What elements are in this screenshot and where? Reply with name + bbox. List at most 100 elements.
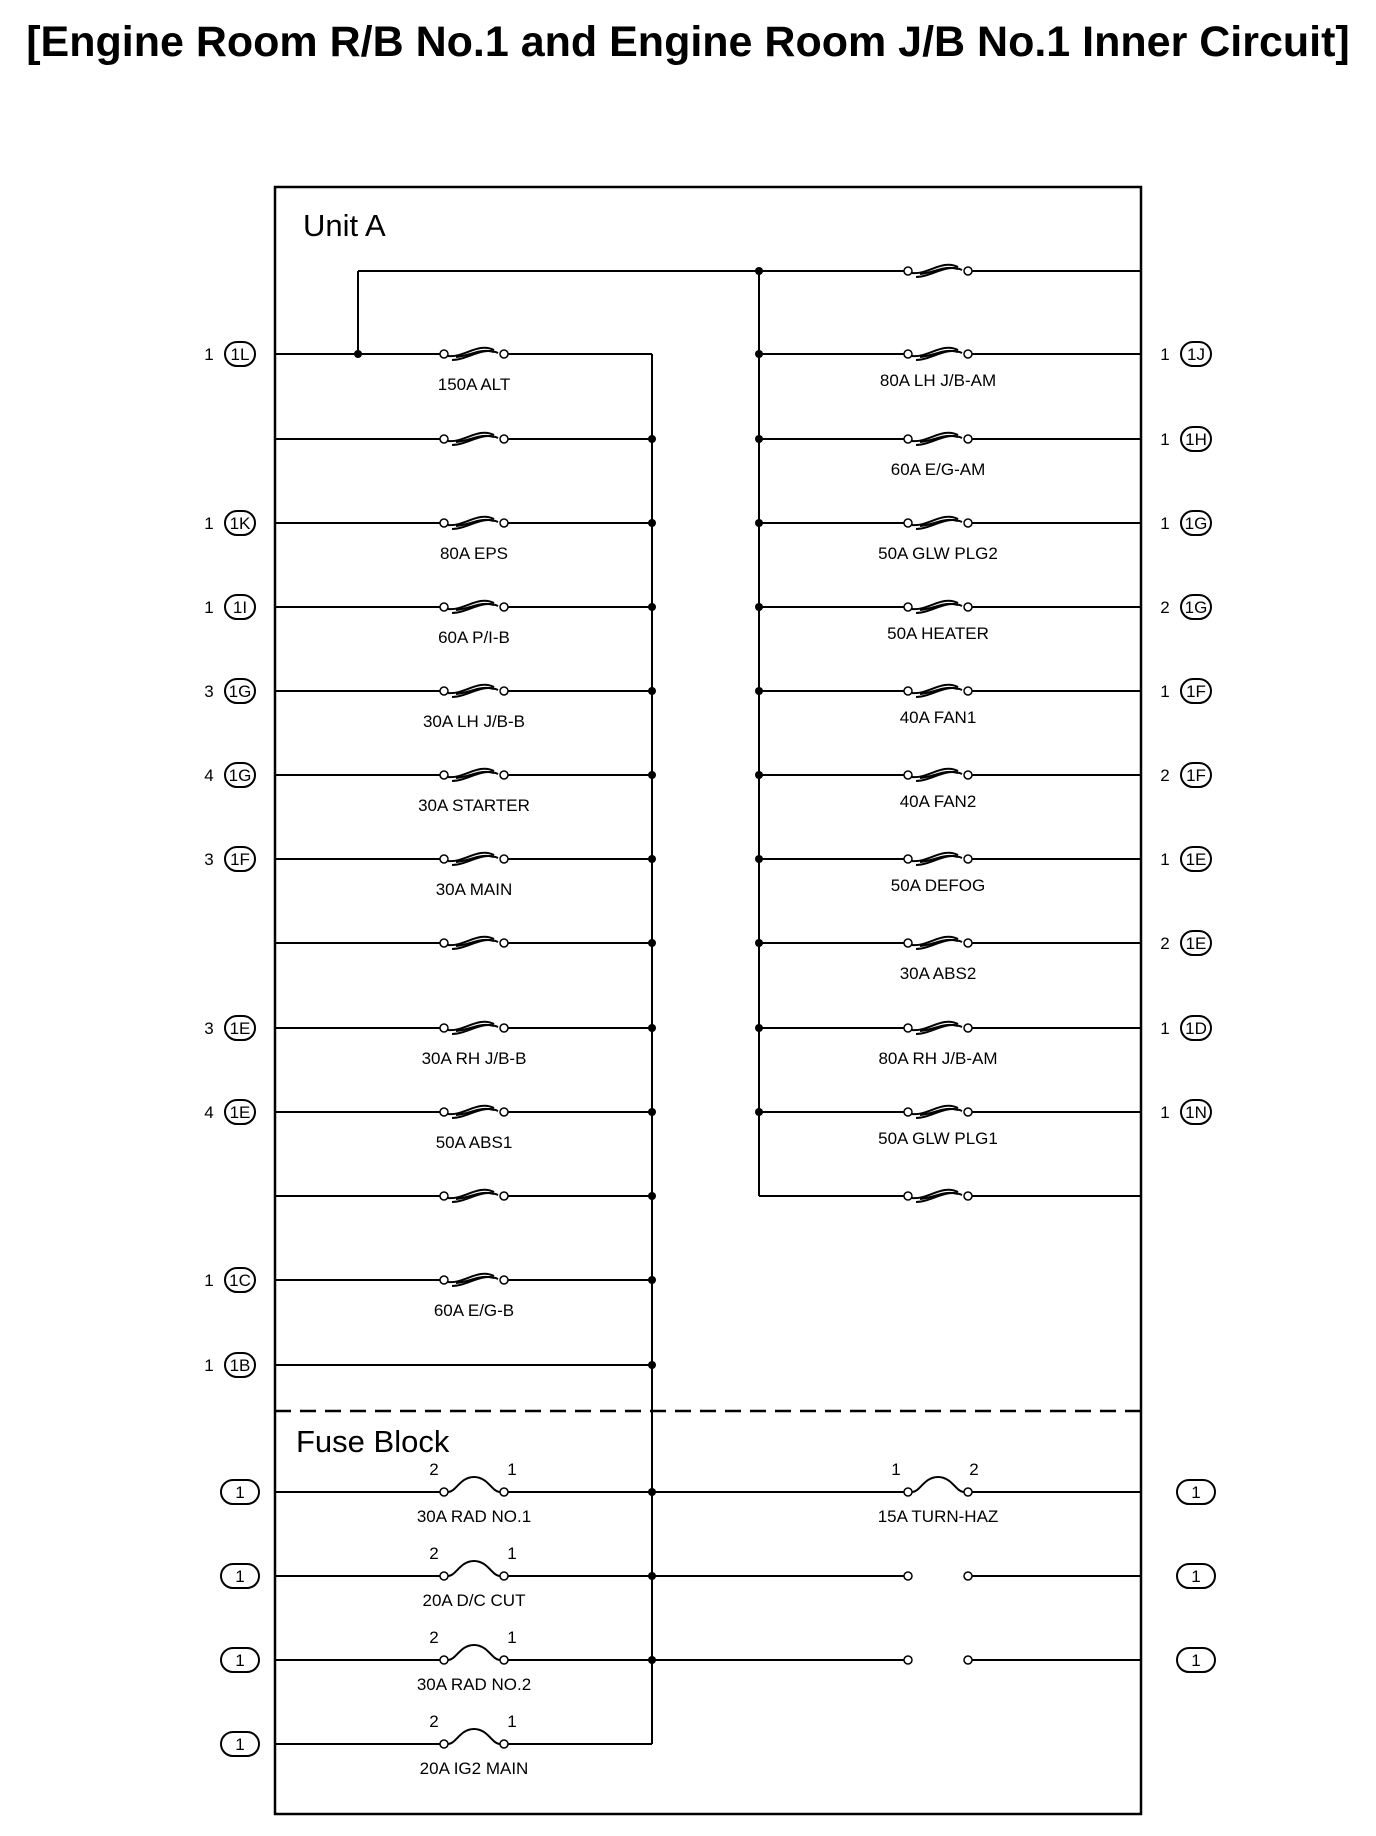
- fuse-label: 50A DEFOG: [891, 876, 985, 895]
- junction-dot: [648, 1276, 656, 1284]
- fuse-strand: [447, 851, 495, 863]
- junction-dot: [648, 603, 656, 611]
- connector-pill: [1176, 1563, 1216, 1589]
- fuse-terminal: [499, 1023, 509, 1033]
- fuse-symbol: [444, 1559, 504, 1578]
- junction-dot: [648, 1572, 656, 1580]
- fusible-link-symbol: [908, 935, 968, 950]
- pin-number: 1: [204, 598, 213, 617]
- fuse-terminal: [903, 854, 913, 864]
- connector-pin-label: 1E1: [1160, 846, 1212, 872]
- connector-id: 1: [235, 1483, 244, 1502]
- fusible-link-symbol: [444, 935, 504, 950]
- fuse-label: 40A FAN1: [900, 708, 977, 727]
- fuse-label: 50A GLW PLG2: [878, 544, 998, 563]
- fuse-label: 30A LH J/B-B: [423, 712, 525, 731]
- fuse-strand: [911, 599, 959, 611]
- fusible-link-symbol: [444, 515, 504, 530]
- pin-number: 3: [204, 682, 213, 701]
- connector-pill: [1180, 930, 1212, 956]
- junction-dot: [648, 1488, 656, 1496]
- fuse-terminal: [499, 1275, 509, 1285]
- fuse-terminal: [903, 686, 913, 696]
- fuse-strand: [911, 851, 959, 863]
- fuse-terminal: [963, 349, 973, 359]
- connector-pin-label: 1: [220, 1731, 260, 1757]
- fuse-terminal: [499, 1655, 509, 1665]
- fuse-label: 60A E/G-AM: [891, 460, 985, 479]
- fuse-strand: [919, 602, 959, 611]
- fuse-strand: [911, 263, 959, 275]
- connector-pill: [1180, 846, 1212, 872]
- fusible-link-symbol: [444, 431, 504, 446]
- connector-pill: [220, 1647, 260, 1673]
- terminal-number: 2: [969, 1460, 978, 1479]
- connector-id: 1: [1191, 1483, 1200, 1502]
- junction-dot: [755, 435, 763, 443]
- junction-dot: [648, 519, 656, 527]
- fusible-link-symbol: [908, 1104, 968, 1119]
- fusible-link-symbol: [908, 1020, 968, 1035]
- fuse-terminal: [439, 518, 449, 528]
- fuse-terminal: [439, 1655, 449, 1665]
- connector-pill: [1180, 510, 1212, 536]
- connector-pin-label: 1F3: [204, 846, 256, 872]
- junction-dot: [648, 1108, 656, 1116]
- fuse-terminal: [903, 1655, 913, 1665]
- fuse-strand: [911, 767, 959, 779]
- connector-id: 1F: [1186, 682, 1206, 701]
- page-title: [Engine Room R/B No.1 and Engine Room J/…: [26, 18, 1350, 66]
- connector-id: 1F: [230, 850, 250, 869]
- junction-dot: [354, 350, 362, 358]
- fuse-terminal: [903, 518, 913, 528]
- connector-pill: [1180, 762, 1212, 788]
- junction-dot: [648, 939, 656, 947]
- fuse-terminal: [499, 349, 509, 359]
- connector-pin-label: 1G4: [204, 762, 256, 788]
- fusible-link-symbol: [444, 1188, 504, 1203]
- junction-dot: [648, 855, 656, 863]
- fuse-strand: [919, 1107, 959, 1116]
- junction-dot: [755, 855, 763, 863]
- pin-number: 1: [1160, 1019, 1169, 1038]
- connector-id: 1G: [1185, 514, 1208, 533]
- junction-dot: [648, 1361, 656, 1369]
- connector-pin-label: 1N1: [1160, 1099, 1212, 1125]
- connector-id: 1E: [230, 1019, 251, 1038]
- connector-pill: [224, 510, 256, 536]
- fuse-symbol: [908, 1475, 968, 1494]
- fuse-strand: [455, 770, 495, 779]
- fuse-strand: [911, 1020, 959, 1032]
- fuse-strand: [455, 518, 495, 527]
- section-label-fuse-block: Fuse Block: [296, 1424, 450, 1459]
- pin-number: 2: [1160, 598, 1169, 617]
- fuse-terminal: [499, 1739, 509, 1749]
- fuse-terminal: [903, 1571, 913, 1581]
- fuse-label: 60A P/I-B: [438, 628, 510, 647]
- connector-pill: [1180, 1099, 1212, 1125]
- terminal-number: 1: [507, 1712, 516, 1731]
- fuse-strand: [919, 686, 959, 695]
- fuse-terminal: [903, 349, 913, 359]
- fuse-terminal: [963, 686, 973, 696]
- fuse-strand: [455, 349, 495, 358]
- fuse-strand: [911, 1104, 959, 1116]
- junction-dot: [648, 1656, 656, 1664]
- fuse-strand: [455, 1023, 495, 1032]
- connector-pill: [224, 1352, 256, 1378]
- connector-id: 1G: [229, 682, 252, 701]
- fuse-terminal: [499, 434, 509, 444]
- pin-number: 3: [204, 1019, 213, 1038]
- fuse-symbol: [444, 1475, 504, 1494]
- fuse-label: 50A GLW PLG1: [878, 1129, 998, 1148]
- fusible-link-symbol: [908, 263, 968, 278]
- junction-dot: [755, 350, 763, 358]
- fuse-terminal: [499, 1191, 509, 1201]
- connector-pin-label: 1F1: [1160, 678, 1212, 704]
- fuse-strand: [455, 854, 495, 863]
- fusible-link-symbol: [444, 767, 504, 782]
- connector-pill: [220, 1479, 260, 1505]
- fuse-gap: [908, 1476, 968, 1494]
